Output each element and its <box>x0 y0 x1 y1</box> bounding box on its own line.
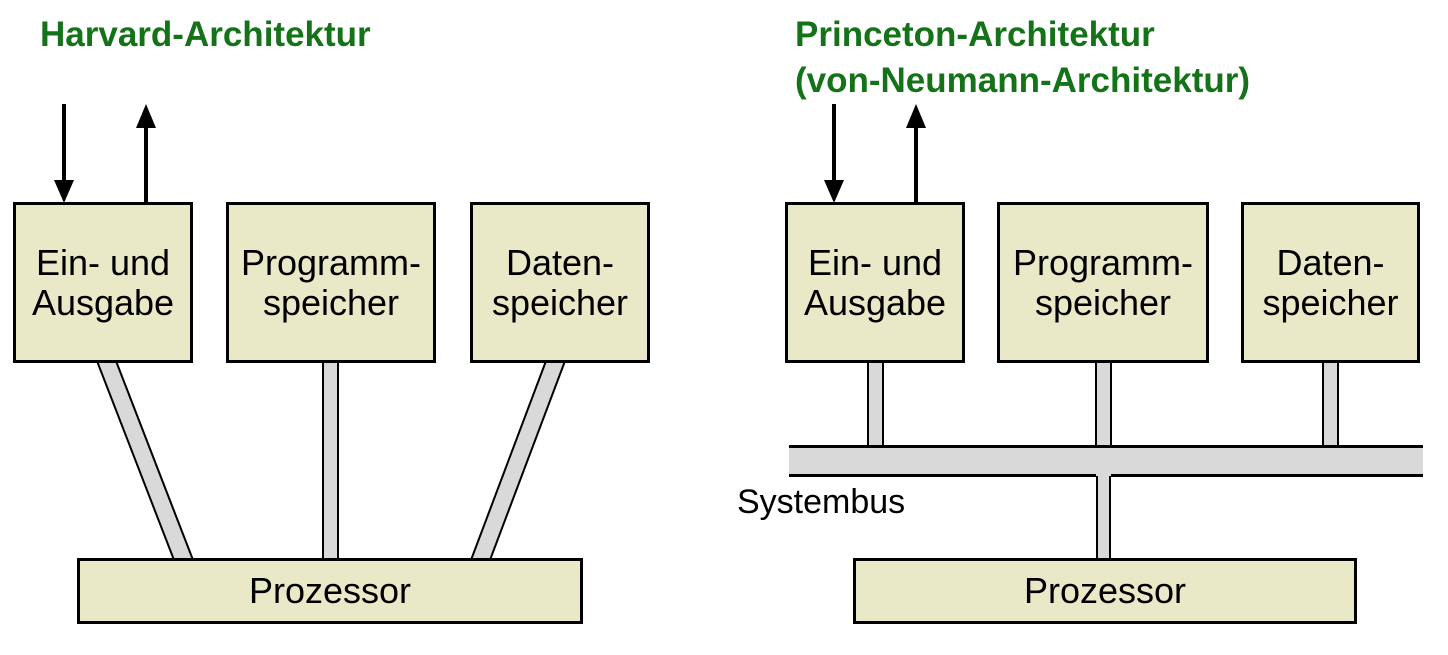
princeton-data-connector-bar <box>1322 360 1339 448</box>
princeton-io-connector-bar <box>867 360 884 448</box>
harvard-title-text: Harvard-Architektur <box>40 15 371 54</box>
harvard-program-connector-bar <box>322 360 339 561</box>
harvard-processor-box: Prozessor <box>77 558 583 624</box>
system-bus-label: Systembus <box>737 483 906 521</box>
harvard-data-connector-bar <box>469 360 567 561</box>
princeton-processor-box: Prozessor <box>853 558 1357 624</box>
harvard-title: Harvard-Architektur <box>40 12 371 58</box>
princeton-io-box: Ein- und Ausgabe <box>785 202 965 363</box>
princeton-title-line1: Princeton-Architektur <box>795 15 1155 54</box>
harvard-program-memory-box: Programm- speicher <box>226 202 436 363</box>
princeton-program-connector-bar <box>1095 360 1112 448</box>
princeton-output-arrow-head <box>906 104 926 128</box>
princeton-processor-connector-bar <box>1096 460 1111 560</box>
harvard-io-connector-bar <box>95 360 195 561</box>
princeton-title-line2: (von-Neumann-Architektur) <box>795 61 1251 100</box>
harvard-input-arrow-head <box>54 180 74 203</box>
princeton-input-arrow-head <box>824 180 844 203</box>
princeton-data-memory-box: Daten- speicher <box>1241 202 1420 363</box>
princeton-title: Princeton-Architektur (von-Neumann-Archi… <box>795 12 1250 104</box>
princeton-program-memory-box: Programm- speicher <box>997 202 1209 363</box>
harvard-output-arrow-head <box>136 104 156 128</box>
harvard-io-box: Ein- und Ausgabe <box>13 202 193 363</box>
harvard-data-memory-box: Daten- speicher <box>470 202 650 363</box>
